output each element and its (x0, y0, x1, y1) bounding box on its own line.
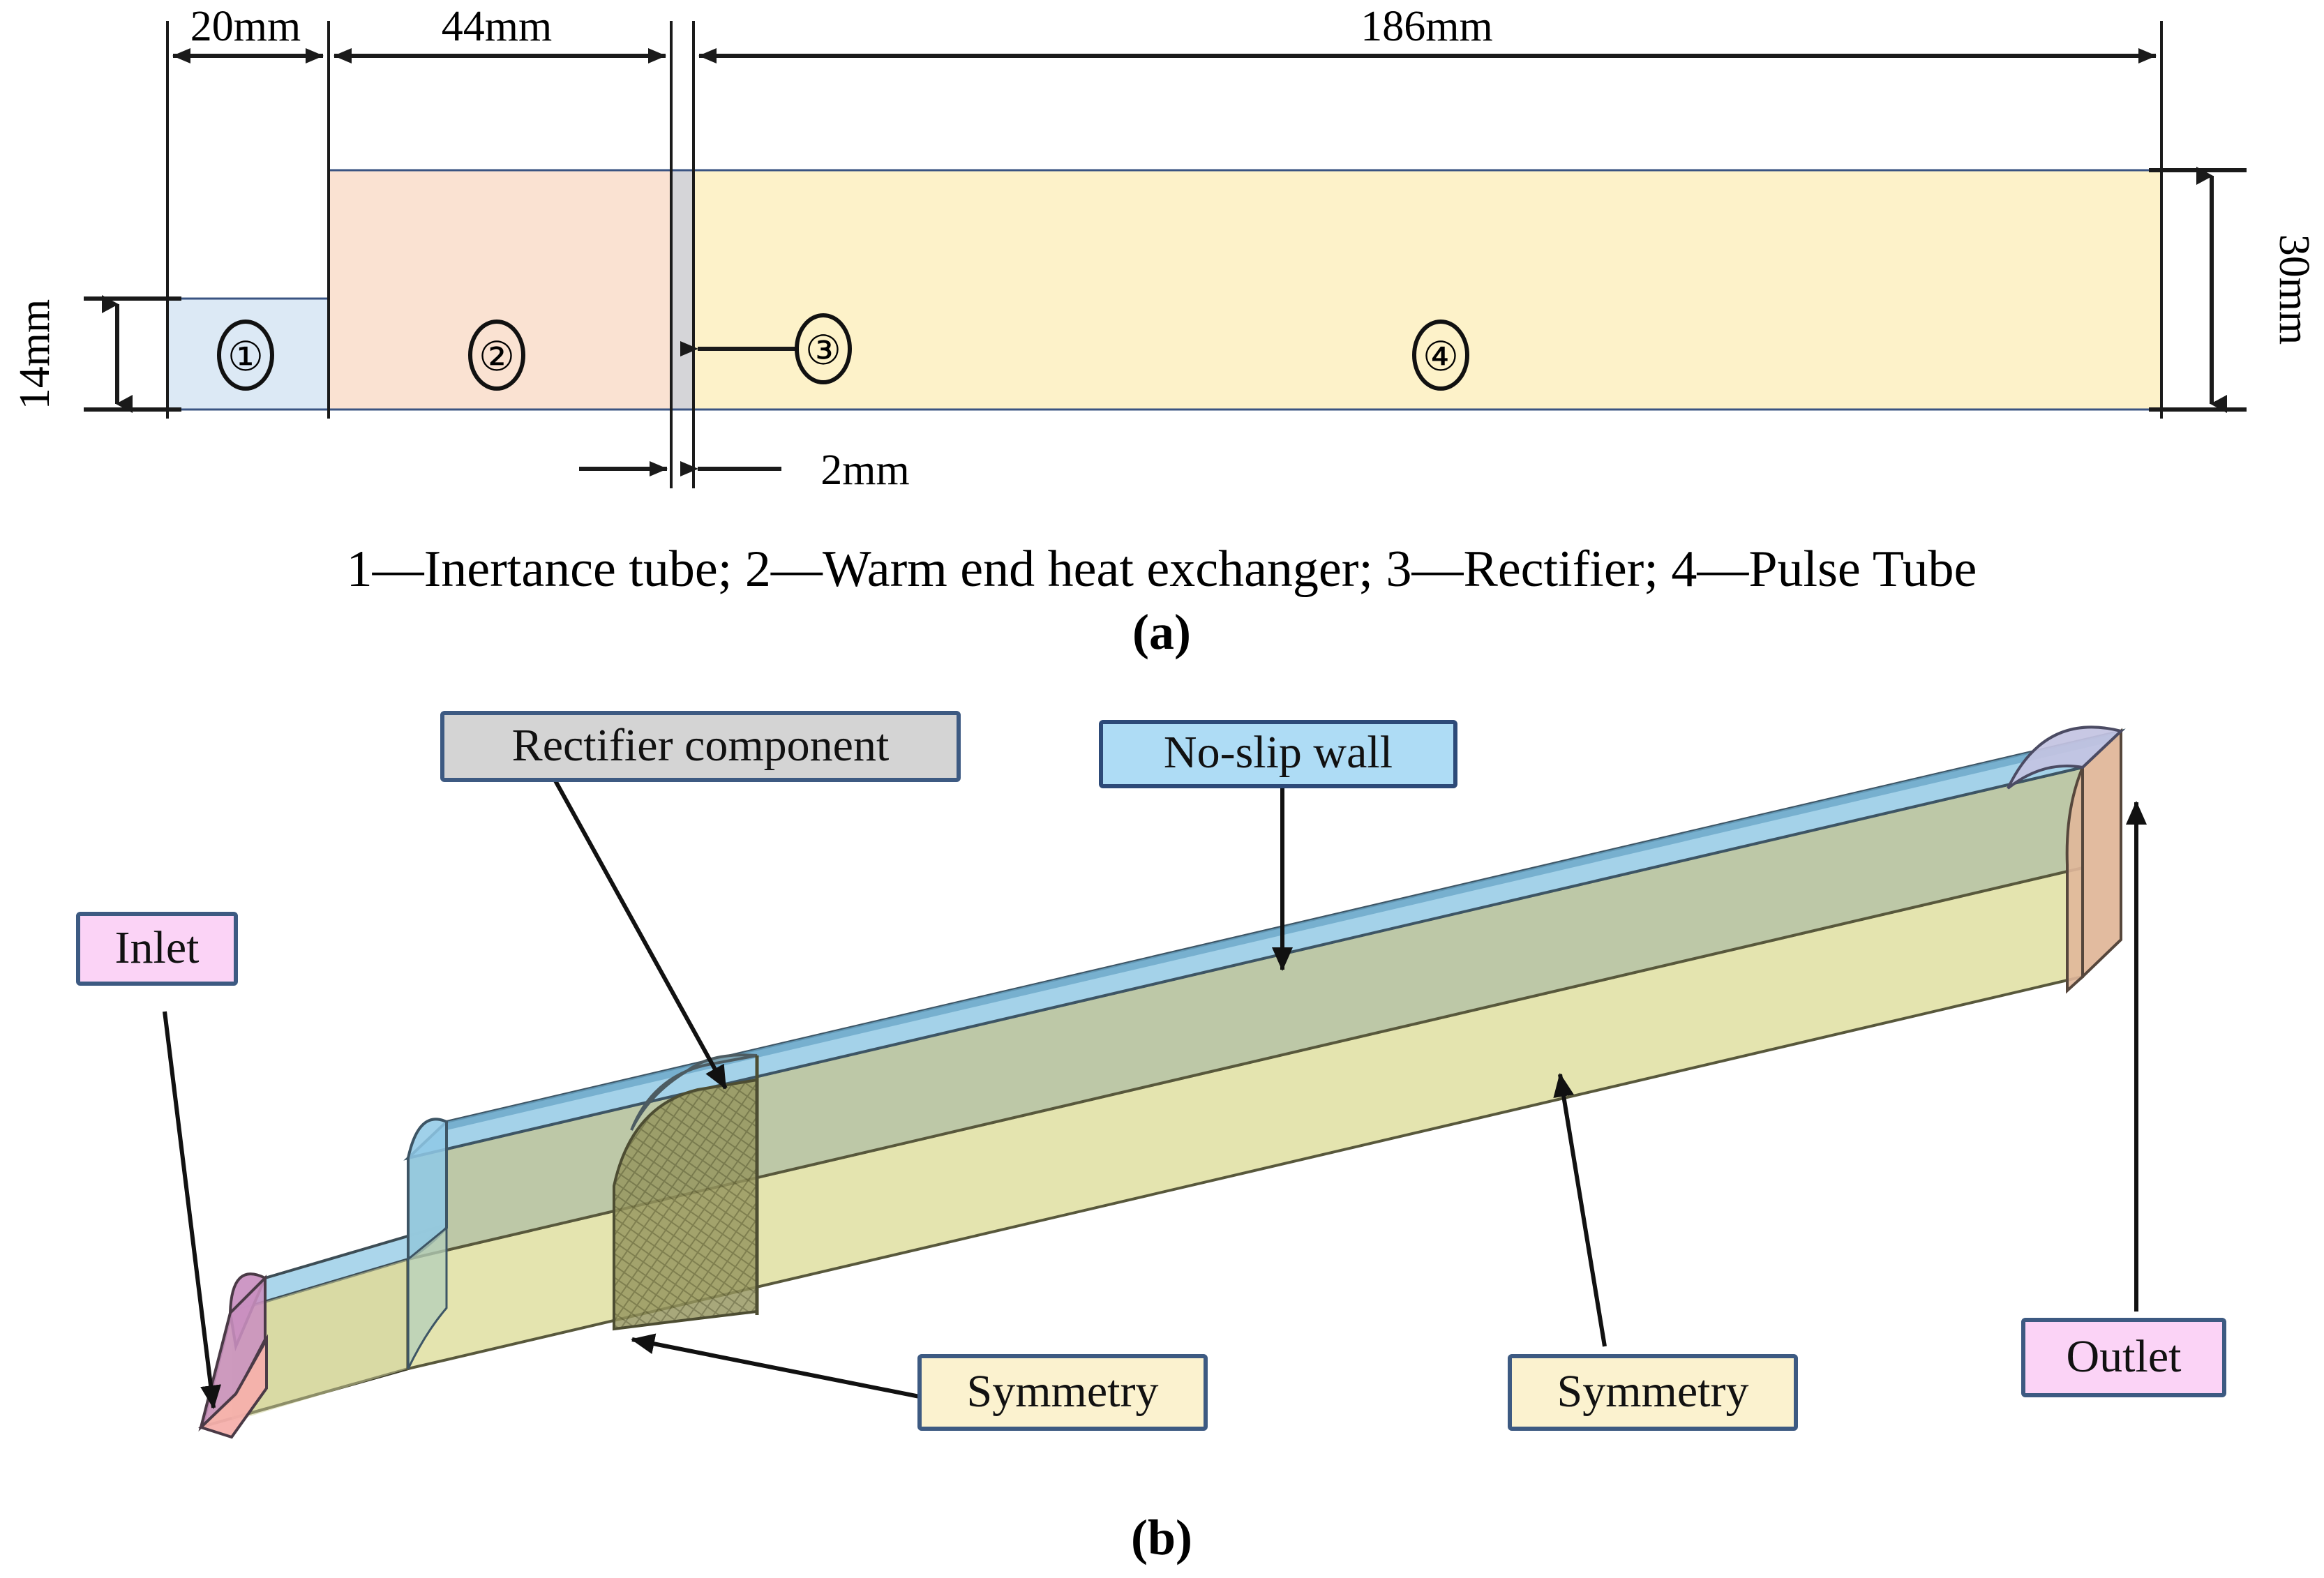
component-number-4-text: ④ (1423, 334, 1459, 380)
component-2-warm-end-heat-exchanger (327, 169, 673, 411)
outlet-cap-top (2007, 726, 2124, 790)
leader-inlet (163, 1011, 221, 1409)
callout-outlet-box[interactable] (2021, 1318, 2226, 1397)
main-tube-left-cap-lower (407, 1225, 448, 1369)
component-3-rectifier (670, 169, 695, 411)
callout-no-slip-wall[interactable]: No-slip wall (1099, 720, 1457, 788)
small-tube-inner-plane (232, 1259, 408, 1422)
dim-label-44mm: 44mm (442, 3, 552, 50)
panel-b-label: (b) (1131, 1510, 1192, 1565)
outlet-face (2081, 728, 2122, 980)
component-number-4: ④ (1412, 320, 1469, 391)
callout-symmetry-side[interactable]: Symmetry (1508, 1354, 1798, 1431)
component-number-1-text: ① (227, 334, 264, 380)
dim-label-14mm: 14mm (11, 299, 59, 409)
callout-symmetry-bottom-text: Symmetry (967, 1366, 1159, 1417)
dim-label-2mm: 2mm (820, 446, 909, 494)
panel-a-caption: 1—Inertance tube; 2—Warm end heat exchan… (347, 541, 1977, 598)
inertance-section (198, 1225, 442, 1439)
callout-rectifier-component-text: Rectifier component (512, 720, 890, 771)
callout-no-slip-wall-box[interactable] (1099, 720, 1457, 788)
leader-symmetry-bottom (631, 1333, 941, 1403)
callout-inlet-text: Inlet (115, 922, 200, 973)
rectifier-mesh-top-arc (630, 1053, 758, 1131)
component-number-3: ③ (795, 313, 852, 384)
callout-symmetry-side-text: Symmetry (1557, 1366, 1749, 1417)
callout-no-slip-wall-text: No-slip wall (1164, 727, 1393, 778)
leader-rectifier-component (550, 774, 728, 1090)
callout-symmetry-side-box[interactable] (1508, 1354, 1798, 1431)
panel-a-label: (a) (1132, 604, 1191, 660)
callout-outlet-text: Outlet (2067, 1331, 2182, 1382)
callout-inlet[interactable]: Inlet (76, 912, 238, 986)
callout-symmetry-bottom-box[interactable] (917, 1354, 1208, 1431)
inlet-cap-lower (198, 1334, 268, 1439)
component-number-2-text: ② (479, 334, 515, 380)
callout-rectifier-component-box[interactable] (440, 711, 961, 782)
callout-symmetry-bottom[interactable]: Symmetry (917, 1354, 1208, 1431)
callout-inlet-box[interactable] (76, 912, 238, 986)
outlet-face-curved (2065, 767, 2084, 994)
component-4-pulse-tube (692, 169, 2163, 411)
dim-label-186mm: 186mm (1360, 3, 1492, 50)
component-number-1: ① (217, 320, 274, 391)
dim-label-20mm: 20mm (190, 3, 301, 50)
leader-symmetry-side (1553, 1073, 1607, 1347)
component-number-2: ② (468, 320, 525, 391)
component-number-3-text: ③ (805, 328, 841, 373)
rectifier-component-3d (613, 1053, 759, 1331)
callout-rectifier-component[interactable]: Rectifier component (440, 711, 961, 782)
dim-label-30mm: 30mm (2270, 234, 2318, 345)
component-1-inertance-tube (166, 297, 330, 411)
callout-outlet[interactable]: Outlet (2021, 1318, 2226, 1397)
